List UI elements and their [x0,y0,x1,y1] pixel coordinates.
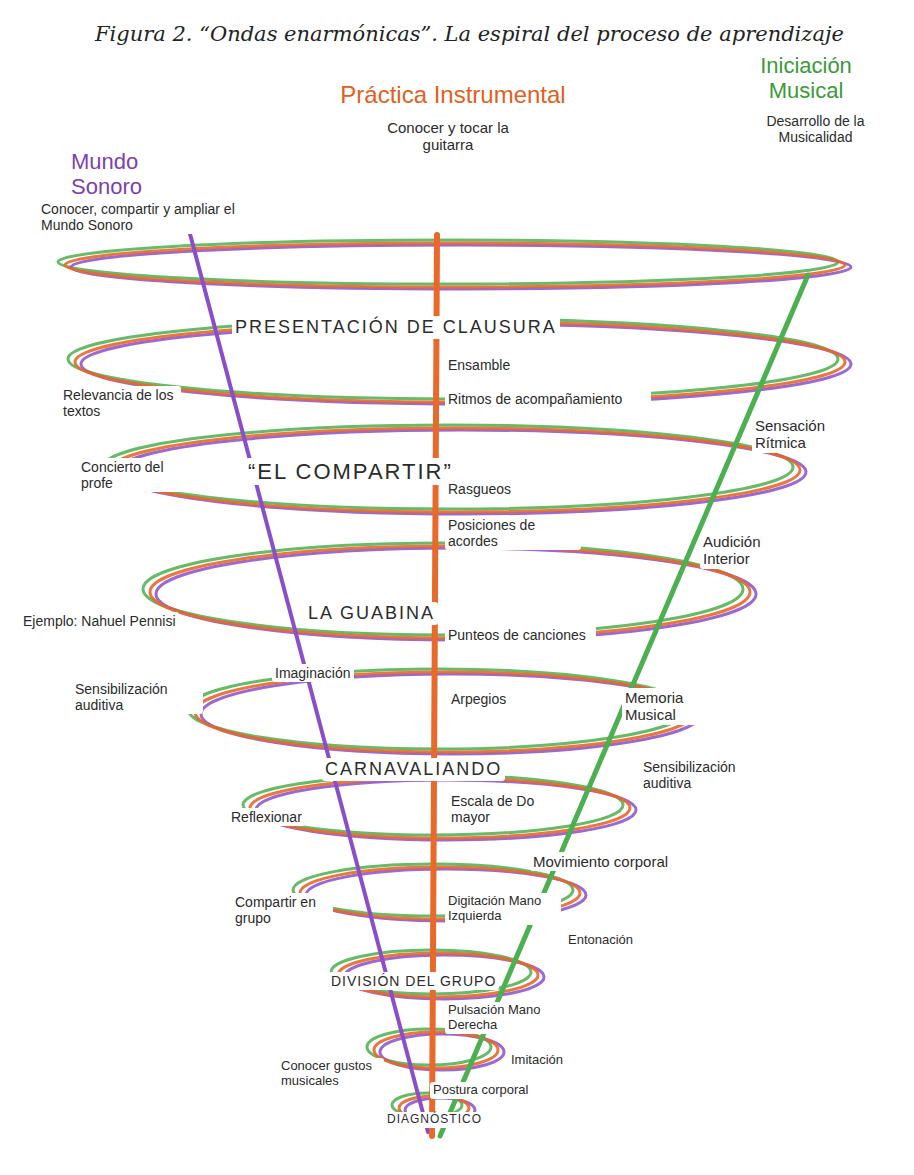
spiral-label: Digitación Mano Izquierda [445,893,561,925]
spiral-label: Relevancia de los textos [60,386,181,420]
spiral-label: CARNAVALIANDO [322,758,505,781]
spiral-label: Conocer, compartir y ampliar el Mundo So… [38,200,239,234]
spiral-label: PRESENTACIÓN DE CLAUSURA [232,316,560,339]
spiral-label: Pulsación Mano Derecha [445,1002,571,1034]
purple-spiral [71,245,851,1122]
spiral-label: Ensamble [445,356,513,374]
spiral-label: Rasgueos [445,480,514,498]
spiral-label: Punteos de canciones [445,626,596,644]
spiral-label: Postura corporal [430,1082,531,1099]
spiral-label: Conocer gustos musicales [278,1058,384,1090]
spiral-label: Práctica Instrumental [310,80,596,110]
spiral-label: Movimiento corporal [530,852,671,871]
spiral-label: Arpegios [448,690,509,708]
spiral-label: Conocer y tocar la guitarra [370,118,526,155]
spiral-label: DIVISIÓN DEL GRUPO [328,972,499,990]
spiral-label: Audición Interior [700,532,811,569]
green-axis [440,275,808,1136]
spiral-label: Mundo Sonoro [68,148,194,201]
green-spiral [58,240,838,1117]
purple-axis [185,215,428,1132]
spiral-label: Concierto del profe [78,458,199,492]
spiral-label: Posiciones de acordes [445,516,581,550]
orange-spiral [65,243,845,1120]
spiral-label: Imitación [508,1052,566,1069]
spiral-label: Entonación [565,932,636,949]
spiral-label: Escala de Do mayor [448,792,554,826]
spiral-label: LA GUABINA [305,602,438,625]
spiral-label: “EL COMPARTIR” [245,458,456,485]
spiral-label: DIAGNÓSTICO [384,1112,485,1128]
orange-axis [432,235,437,1136]
spiral-label: Ritmos de acompañamiento [445,390,651,408]
spiral-label: Sensibilización auditiva [72,680,203,714]
figure-title: Figura 2. “Ondas enarmónicas”. La espira… [95,22,844,46]
spiral-label: Desarrollo de la Musicalidad [745,112,886,146]
spiral-label: Memoria Musical [622,688,733,725]
spiral-label: Compartir en grupo [232,893,333,927]
spiral-label: Sensibilización auditiva [640,758,771,792]
spiral-label: Reflexionar [228,808,305,826]
spiral-label: Iniciación Musical [738,52,874,105]
spiral-label: Ejemplo: Nahuel Pennisi [20,612,179,630]
spiral-label: Imaginación [272,664,354,682]
spiral-label: Sensación Rítmica [752,416,883,453]
